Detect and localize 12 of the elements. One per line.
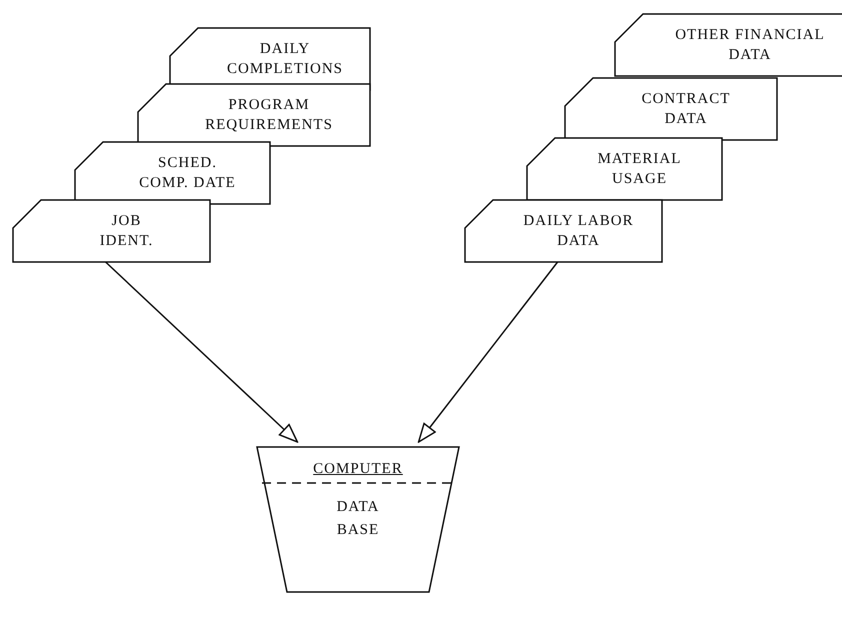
container-label: DATA BASE: [336, 498, 380, 540]
card-label: CONTRACT DATA: [640, 90, 732, 128]
card-label: DAILY COMPLETIONS: [226, 40, 344, 78]
arrow: [105, 261, 298, 443]
card-label: JOB IDENT.: [98, 212, 154, 250]
card-label: PROGRAM REQUIREMENTS: [204, 96, 334, 134]
card-label: MATERIAL USAGE: [596, 150, 682, 188]
card-label: SCHED. COMP. DATE: [138, 154, 237, 192]
container-heading: COMPUTER: [313, 461, 403, 478]
card-label: OTHER FINANCIAL DATA: [674, 26, 826, 64]
arrow: [418, 262, 558, 443]
card-label: DAILY LABOR DATA: [522, 212, 635, 250]
